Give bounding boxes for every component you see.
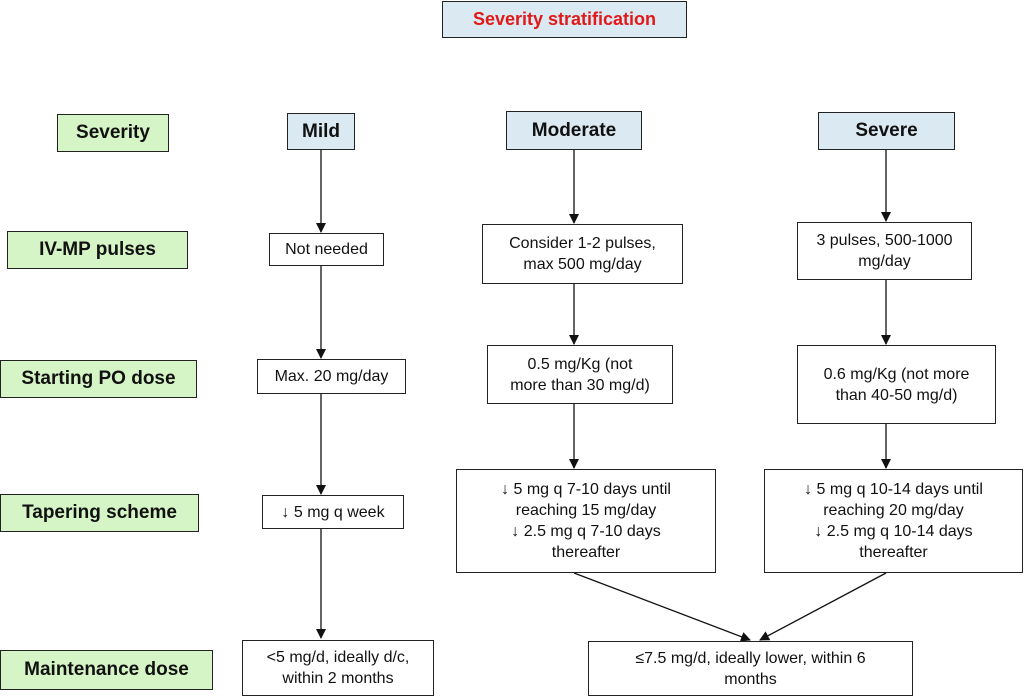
mild-starting-po-box: Max. 20 mg/day <box>257 359 406 394</box>
severe-iv-mp-line-2: mg/day <box>858 253 911 270</box>
moderate-iv-mp-box: Consider 1-2 pulses, max 500 mg/day <box>482 224 683 284</box>
moderate-iv-mp-line-2: max 500 mg/day <box>523 256 642 273</box>
row-label-tapering: Tapering scheme <box>0 494 199 532</box>
moderate-tapering-line-1: ↓ 5 mg q 7-10 days until <box>501 481 671 498</box>
arrow-moderate-taper-to-maint <box>573 572 751 642</box>
mild-maintenance-line-1: <5 mg/d, ideally d/c, <box>266 649 410 666</box>
moderate-iv-mp-line-1: Consider 1-2 pulses, <box>509 235 656 252</box>
severe-iv-mp-box: 3 pulses, 500-1000 mg/day <box>797 222 972 280</box>
row-label-starting-po: Starting PO dose <box>0 360 197 398</box>
mild-tapering-line-1: ↓ 5 mg q week <box>281 503 385 521</box>
shared-maintenance-line-1: ≤7.5 mg/d, ideally lower, within 6 <box>635 649 866 667</box>
moderate-tapering-line-2: reaching 15 mg/day <box>515 502 657 519</box>
severe-tapering-line-4: thereafter <box>859 544 928 561</box>
severe-iv-mp-line-1: 3 pulses, 500-1000 <box>816 232 953 249</box>
moderate-tapering-line-4: thereafter <box>551 544 621 561</box>
diagram-title: Severity stratification <box>442 1 687 38</box>
mild-maintenance-line-2: within 2 months <box>282 670 394 687</box>
mild-starting-po-line-1: Max. 20 mg/day <box>274 368 389 385</box>
mild-iv-mp-box: Not needed <box>269 233 384 266</box>
severe-tapering-line-2: reaching 20 mg/day <box>823 502 964 519</box>
severe-tapering-line-1: ↓ 5 mg q 10-14 days until <box>804 481 983 498</box>
severe-starting-po-line-1: 0.6 mg/Kg (not more <box>823 365 970 383</box>
row-label-severity: Severity <box>57 114 169 152</box>
severe-tapering-line-3: ↓ 2.5 mg q 10-14 days <box>814 523 973 540</box>
shared-maintenance-line-2: months <box>724 670 777 688</box>
severe-starting-po-line-2: than 40-50 mg/d) <box>835 386 958 404</box>
moderate-starting-po-line-2: more than 30 mg/d) <box>510 376 650 394</box>
severe-starting-po-box: 0.6 mg/Kg (not more than 40-50 mg/d) <box>797 345 996 424</box>
moderate-starting-po-box: 0.5 mg/Kg (not more than 30 mg/d) <box>487 345 673 404</box>
moderate-tapering-box: ↓ 5 mg q 7-10 days until reaching 15 mg/… <box>456 469 716 573</box>
row-label-iv-mp: IV-MP pulses <box>7 231 188 269</box>
header-mild: Mild <box>287 113 355 150</box>
mild-iv-mp-line-1: Not needed <box>285 241 368 258</box>
header-moderate: Moderate <box>506 111 642 150</box>
mild-tapering-box: ↓ 5 mg q week <box>262 495 404 529</box>
moderate-tapering-line-3: ↓ 2.5 mg q 7-10 days <box>511 523 661 540</box>
shared-maintenance-box: ≤7.5 mg/d, ideally lower, within 6 month… <box>588 641 913 696</box>
header-severe: Severe <box>818 112 955 150</box>
arrow-severe-taper-to-maint <box>759 572 887 641</box>
severe-tapering-box: ↓ 5 mg q 10-14 days until reaching 20 mg… <box>764 469 1023 573</box>
moderate-starting-po-line-1: 0.5 mg/Kg (not <box>527 355 633 373</box>
row-label-maintenance: Maintenance dose <box>0 650 213 690</box>
mild-maintenance-box: <5 mg/d, ideally d/c, within 2 months <box>242 640 434 696</box>
